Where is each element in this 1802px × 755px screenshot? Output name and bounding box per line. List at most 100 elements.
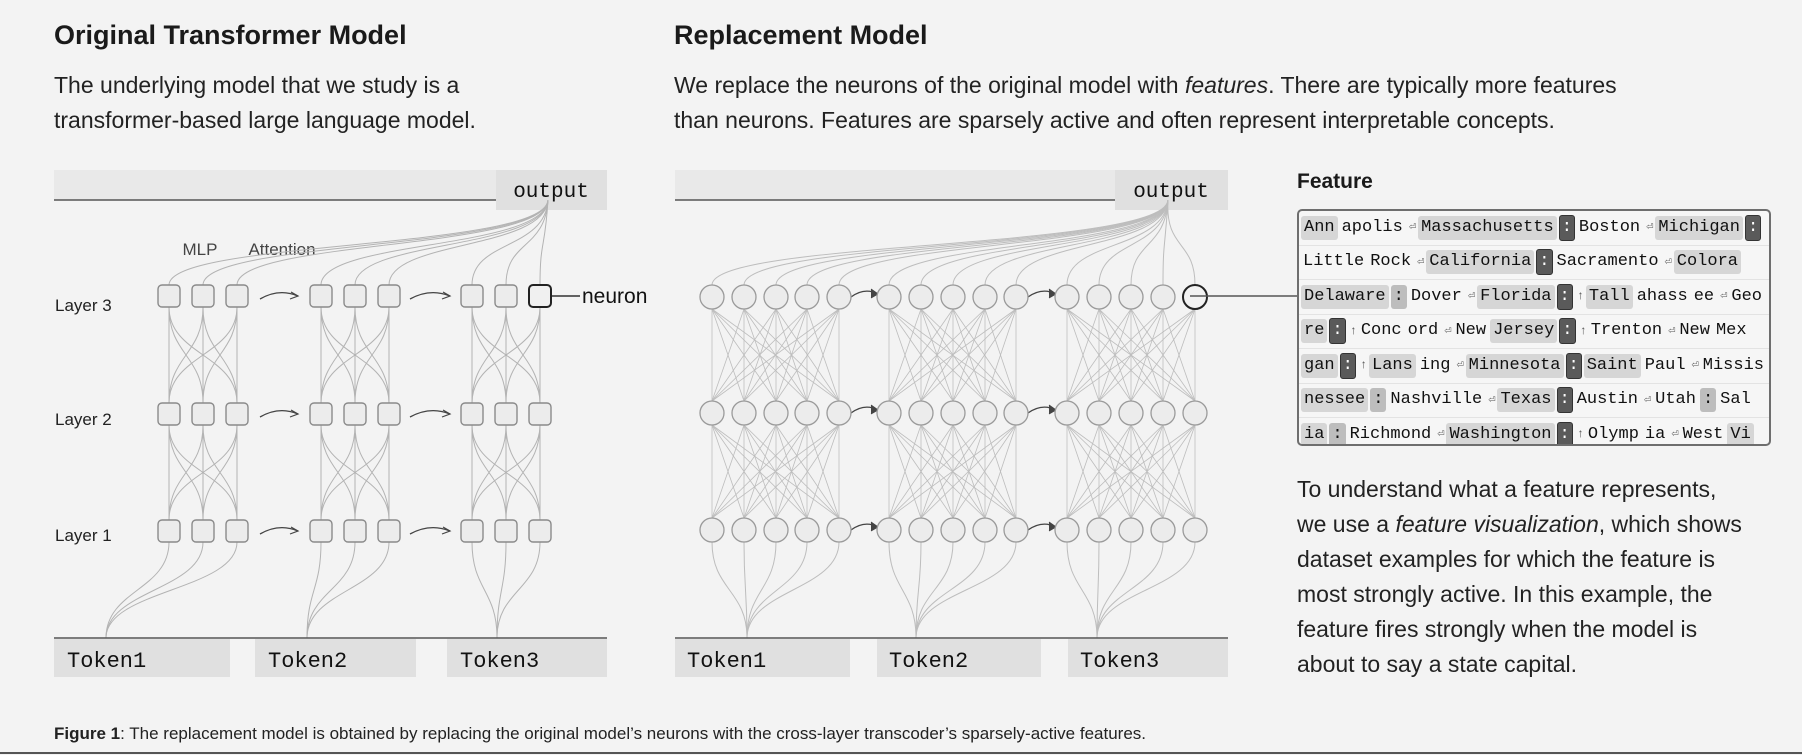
token: : <box>1699 388 1717 413</box>
token: ord <box>1407 321 1439 341</box>
token-connection <box>1096 541 1164 639</box>
token: Trenton <box>1590 321 1663 341</box>
neuron <box>157 519 181 543</box>
newline-symbol: ⏎ <box>1488 392 1496 407</box>
neuron <box>343 519 367 543</box>
token-connection <box>746 541 777 639</box>
right-description-text: . There are typically more features <box>1268 72 1617 98</box>
newline-symbol: ⏎ <box>1691 358 1699 372</box>
token: nessee <box>1301 388 1369 413</box>
feature-connection <box>1098 308 1196 402</box>
feature-node <box>731 517 757 543</box>
feature-connection <box>888 424 922 519</box>
token: ia <box>1644 424 1666 444</box>
feature-node <box>972 517 998 543</box>
left-panel-description: The underlying model that we study is a … <box>54 68 476 138</box>
feature-connection <box>888 424 986 519</box>
neuron <box>225 402 249 426</box>
output-box <box>1115 170 1228 210</box>
feature-connection <box>888 424 1017 519</box>
token-highlight-strong: : <box>1329 318 1346 345</box>
token-connection <box>1096 541 1196 639</box>
feature-node <box>1003 400 1029 426</box>
output-connection <box>711 199 1169 286</box>
neuron-label: neuron <box>582 285 647 308</box>
neuron <box>460 519 484 543</box>
token-label: Token1 <box>687 649 766 674</box>
feature-connection <box>711 308 777 402</box>
output-connection <box>1015 199 1169 286</box>
feature-node <box>731 400 757 426</box>
feature-node <box>908 517 934 543</box>
feature-explanation-line: To understand what a feature represents, <box>1297 472 1742 507</box>
token-connection <box>915 541 986 639</box>
token-box <box>447 639 607 677</box>
newline-symbol: ⏎ <box>1720 289 1728 303</box>
feature-node <box>731 284 757 310</box>
feature-explanation-text: dataset examples for which the feature i… <box>1297 546 1716 572</box>
output-connection <box>1098 199 1169 286</box>
attention-arrowhead <box>289 409 300 418</box>
token: Little <box>1303 252 1365 272</box>
feature-node <box>908 284 934 310</box>
token: Dover <box>1410 286 1462 306</box>
newline-symbol: ⏎ <box>1456 358 1464 372</box>
right-description-line: We replace the neurons of the original m… <box>674 68 1617 103</box>
feature-connection <box>806 424 840 519</box>
output-connection <box>806 199 1169 286</box>
token: Washington <box>1446 422 1555 444</box>
output-connection <box>775 199 1169 286</box>
token: gan <box>1301 353 1338 378</box>
newline-symbol: ⏎ <box>1646 220 1654 234</box>
token-label: Token2 <box>889 649 968 674</box>
token: Rock <box>1370 252 1412 272</box>
output-connection <box>952 199 1169 286</box>
token-connection <box>915 541 1017 639</box>
feature-node <box>1054 400 1080 426</box>
feature-connection <box>888 308 922 402</box>
feature-explanation-line: most strongly active. In this example, t… <box>1297 577 1742 612</box>
mlp-connection <box>202 306 238 404</box>
feature-connection <box>775 424 840 519</box>
token: Paul <box>1644 355 1686 375</box>
feature-connection <box>888 308 1017 402</box>
mlp-connection <box>354 424 390 521</box>
token-highlight-strong: : <box>1744 214 1762 241</box>
neuron <box>343 402 367 426</box>
token-highlight-strong: : <box>1556 387 1573 414</box>
token-connection <box>915 541 922 639</box>
token: Geo <box>1731 286 1762 306</box>
feature-connection <box>711 424 777 519</box>
feature-node <box>1182 400 1208 426</box>
token: Austin <box>1576 390 1638 410</box>
token-connection <box>496 541 541 639</box>
token: Richmond <box>1349 424 1432 444</box>
feature-node <box>826 284 852 310</box>
right-wires <box>711 199 1196 639</box>
feature-node <box>876 284 902 310</box>
neuron <box>225 284 249 308</box>
token: Olymp <box>1587 424 1639 444</box>
neuron <box>494 519 518 543</box>
feature-node <box>1086 400 1112 426</box>
mlp-connection <box>168 306 238 404</box>
token-connection <box>1066 541 1098 639</box>
feature-explanation-text: we use a <box>1297 511 1396 537</box>
feature-node <box>940 284 966 310</box>
feature-explanation-text: , which shows <box>1598 511 1742 537</box>
token: ing <box>1419 355 1451 375</box>
feature-node <box>794 284 820 310</box>
token-box <box>1068 639 1228 677</box>
attention-arrowhead <box>441 291 452 300</box>
token: ee <box>1693 286 1715 306</box>
neuron <box>191 284 215 308</box>
token: : <box>1370 388 1387 413</box>
output-box <box>496 170 607 210</box>
feature-connection <box>920 308 1017 402</box>
attention-arrowhead <box>441 409 452 418</box>
feature-node <box>1003 284 1029 310</box>
